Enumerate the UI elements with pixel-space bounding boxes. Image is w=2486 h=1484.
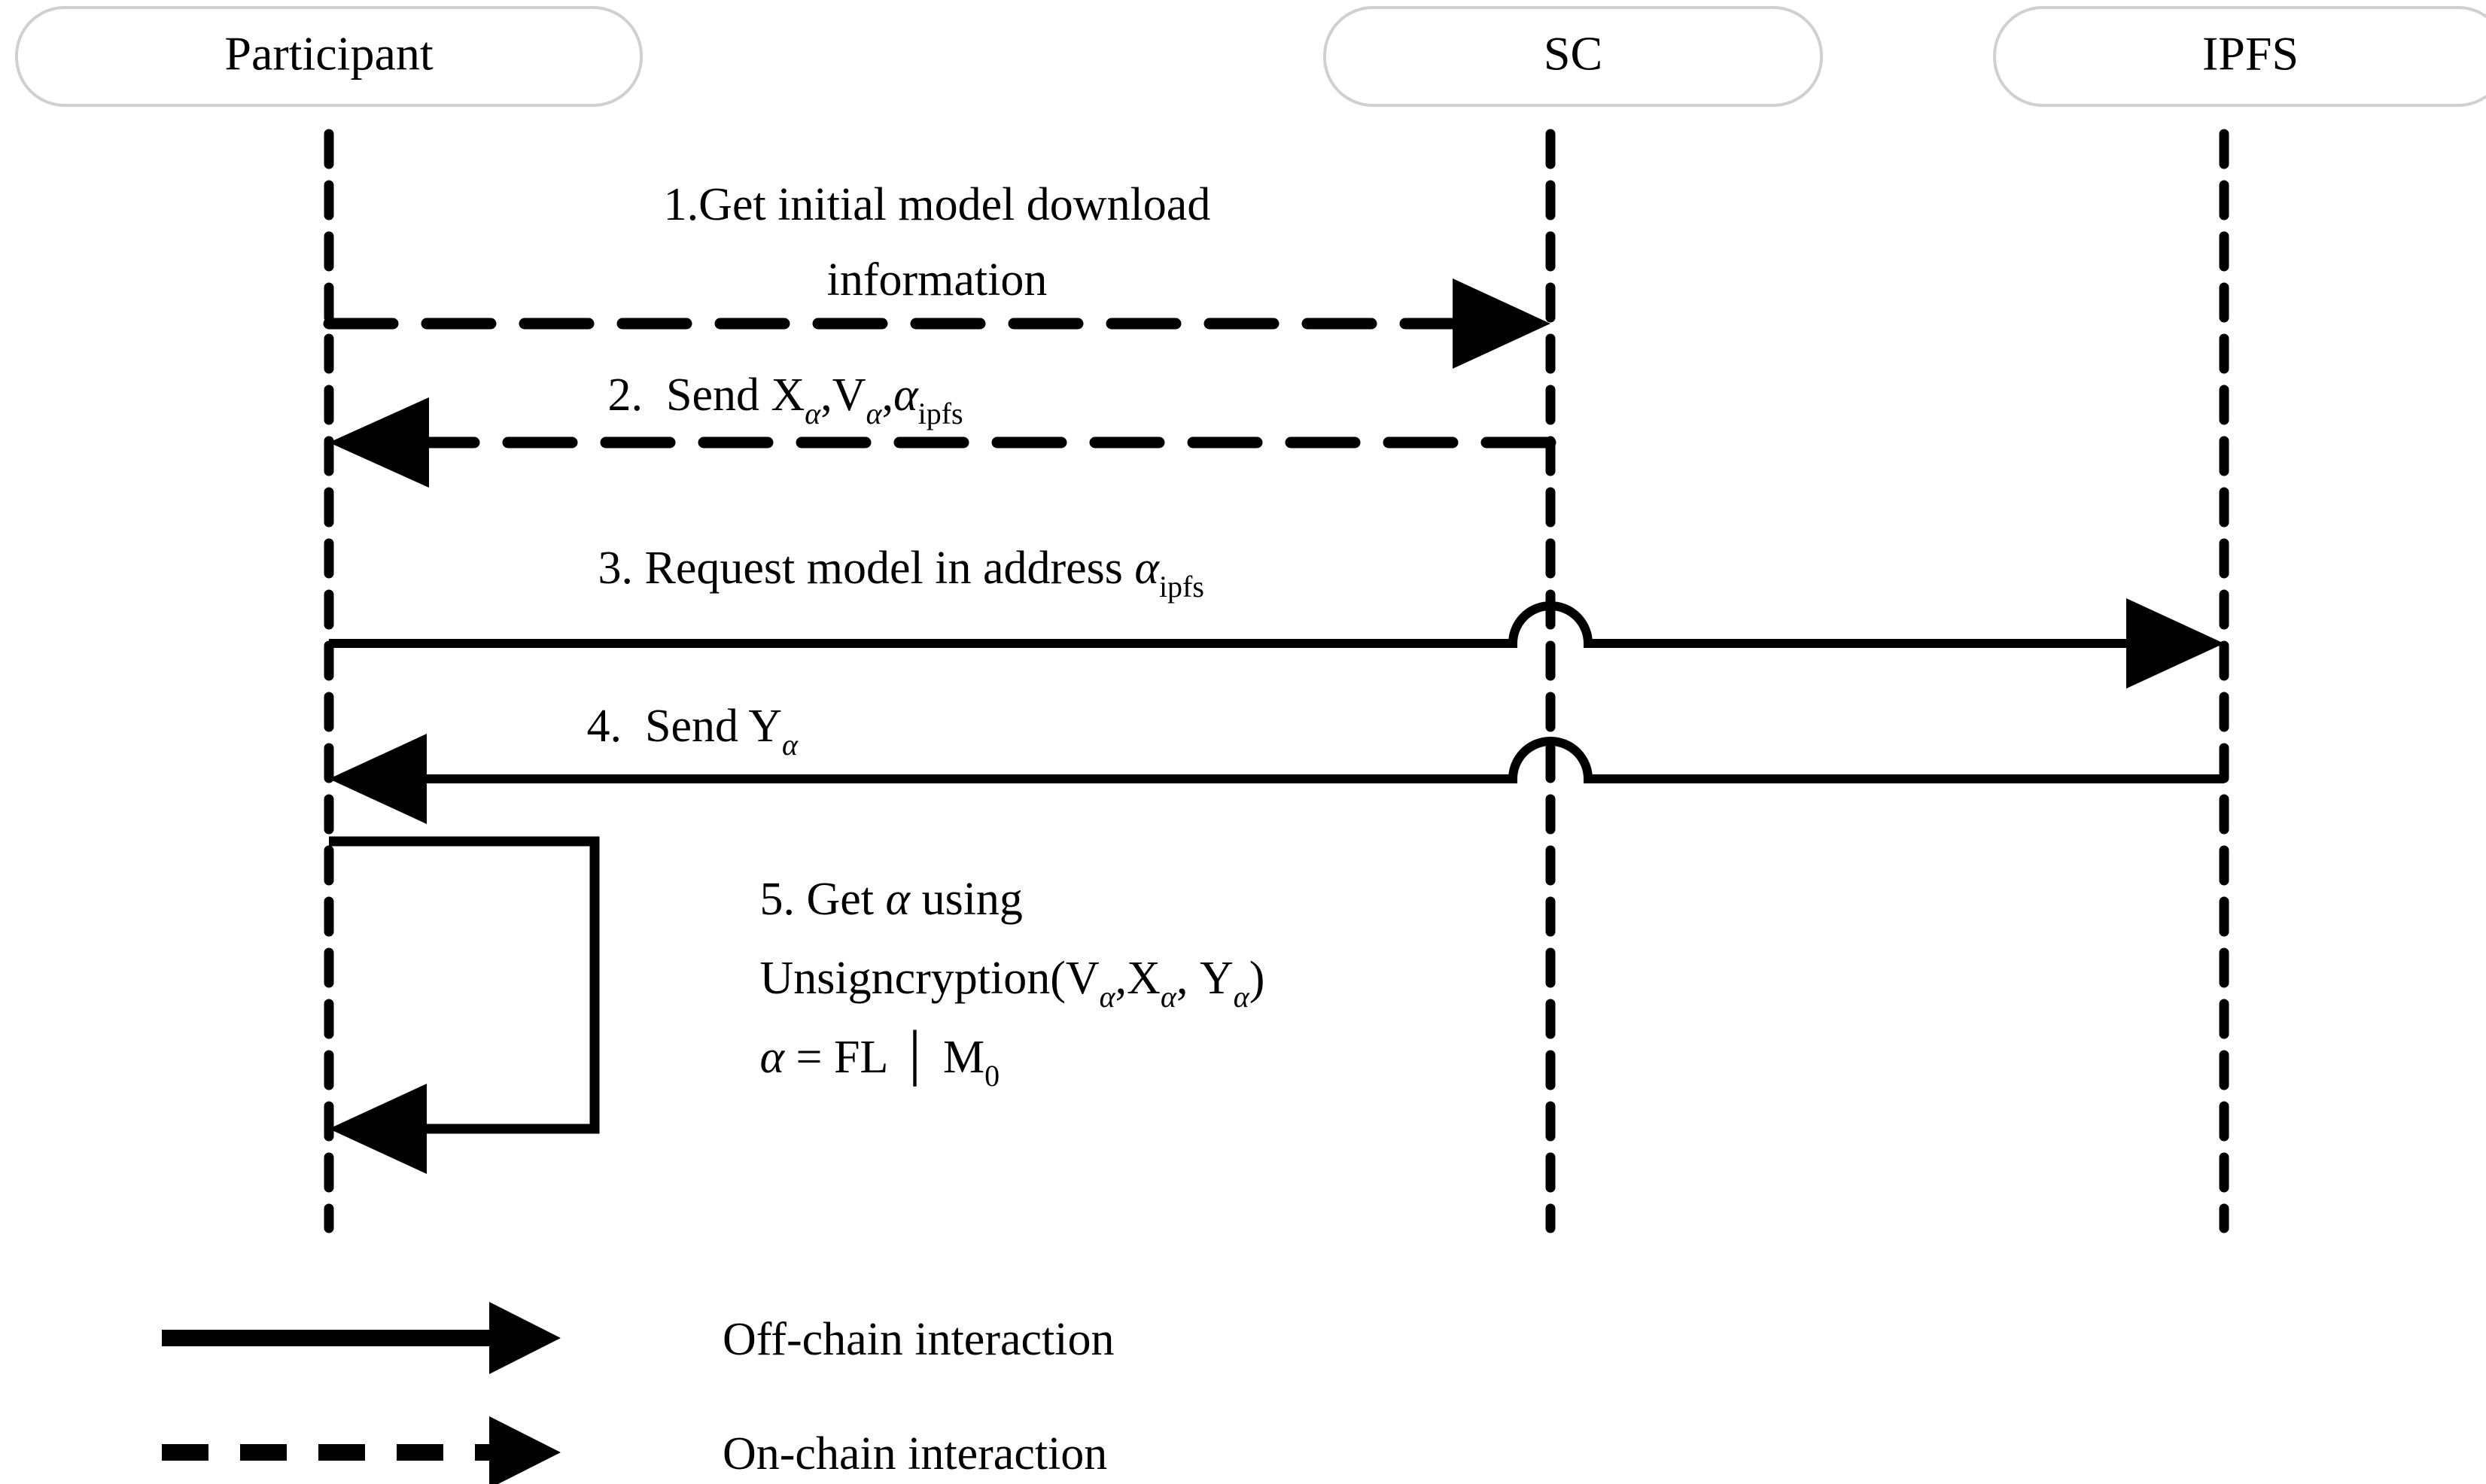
message-3-alpha: α [1134, 543, 1160, 594]
participant-box [15, 6, 643, 107]
message-2-sub-alpha-2: α [866, 397, 883, 430]
participant-label: Participant [224, 27, 433, 81]
message-5-label-line3: α = FL │ M0 [655, 1029, 1082, 1096]
message-1[interactable]: 1.Get initial model download information [323, 179, 1550, 369]
legend-off-chain-label: Off-chain interaction [723, 1314, 1114, 1365]
legend-off-chain-arrowhead [489, 1302, 561, 1374]
message-3-arrowhead [2126, 598, 2224, 689]
legend-item-on-chain[interactable]: On-chain interaction [162, 1416, 1107, 1484]
message-2-mid-2: , [882, 369, 894, 421]
message-1-label-line1: 1.Get initial model download [664, 179, 1211, 230]
legend-on-chain-label: On-chain interaction [723, 1428, 1107, 1479]
message-3[interactable]: 3. Request model in address αipfs [329, 543, 2224, 689]
message-4-label: 4. Send Yα [482, 701, 879, 765]
message-2-prefix: 2. Send X [608, 369, 805, 421]
message-3-sub-ipfs: ipfs [1159, 570, 1204, 604]
legend-on-chain-arrowhead [489, 1416, 561, 1484]
message-5-label-line2: Unsigncryption(Vα,Xα, Yα) [655, 953, 1346, 1014]
message-5-line3-alpha: α [760, 1032, 786, 1083]
message-2[interactable]: 2. Send Xα,Vα,αipfs [329, 369, 1556, 488]
message-5-line2-suffix: ) [1249, 953, 1265, 1004]
message-5-line2-mid-1: ,X [1115, 953, 1161, 1004]
ipfs-box [1993, 6, 2486, 107]
message-5-arrowhead [329, 1084, 427, 1174]
message-5-line2-sub-3: α [1234, 980, 1250, 1014]
legend-item-off-chain[interactable]: Off-chain interaction [162, 1302, 1114, 1374]
lifeline-header-sc[interactable]: SC [1323, 6, 1823, 107]
message-5-line1-suffix: using [910, 874, 1023, 925]
message-5-line3-sub: 0 [984, 1059, 1000, 1093]
sc-box [1323, 6, 1823, 107]
message-4-line [421, 737, 2224, 783]
message-3-label: 3. Request model in address αipfs [493, 543, 1286, 607]
message-1-arrowhead [1453, 278, 1550, 369]
message-4-prefix: 4. Send Y [587, 701, 782, 752]
message-5-label-line1: 5. Get α using [655, 874, 1104, 925]
message-2-sub-alpha-1: α [805, 397, 821, 430]
message-5-line1-prefix: 5. Get [760, 874, 886, 925]
legend: Off-chain interaction On-chain interacti… [162, 1302, 1114, 1484]
message-2-alpha: α [893, 369, 919, 421]
lifeline-header-ipfs[interactable]: IPFS [1993, 6, 2486, 107]
lifeline-header-participant[interactable]: Participant [15, 6, 643, 107]
message-2-sub-ipfs: ipfs [918, 397, 963, 430]
message-5-self-loop[interactable]: 5. Get α using Unsigncryption(Vα,Xα, Yα)… [329, 836, 1346, 1174]
ipfs-label: IPFS [2202, 27, 2299, 81]
message-3-line [329, 601, 2130, 648]
message-5-line2-sub-1: α [1100, 980, 1116, 1014]
message-5-line2-prefix: Unsigncryption(V [760, 953, 1100, 1004]
message-2-label: 2. Send Xα,Vα,αipfs [503, 369, 1045, 434]
message-4-arrowhead [329, 734, 427, 824]
message-2-arrowhead [329, 397, 429, 488]
message-2-mid-1: ,V [820, 369, 866, 421]
message-5-line1-alpha: α [886, 874, 911, 925]
sc-label: SC [1544, 27, 1602, 81]
message-5-line2-mid-2: , Y [1176, 953, 1234, 1004]
message-4-sub-alpha: α [782, 728, 799, 762]
message-5-line2-sub-2: α [1161, 980, 1177, 1014]
message-1-label-line2: information [827, 254, 1048, 306]
message-3-prefix: 3. Request model in address [598, 543, 1135, 594]
message-4[interactable]: 4. Send Yα [329, 701, 2224, 824]
message-5-loop-path [329, 836, 600, 1134]
message-5-line3-mid: = FL │ M [784, 1029, 984, 1087]
